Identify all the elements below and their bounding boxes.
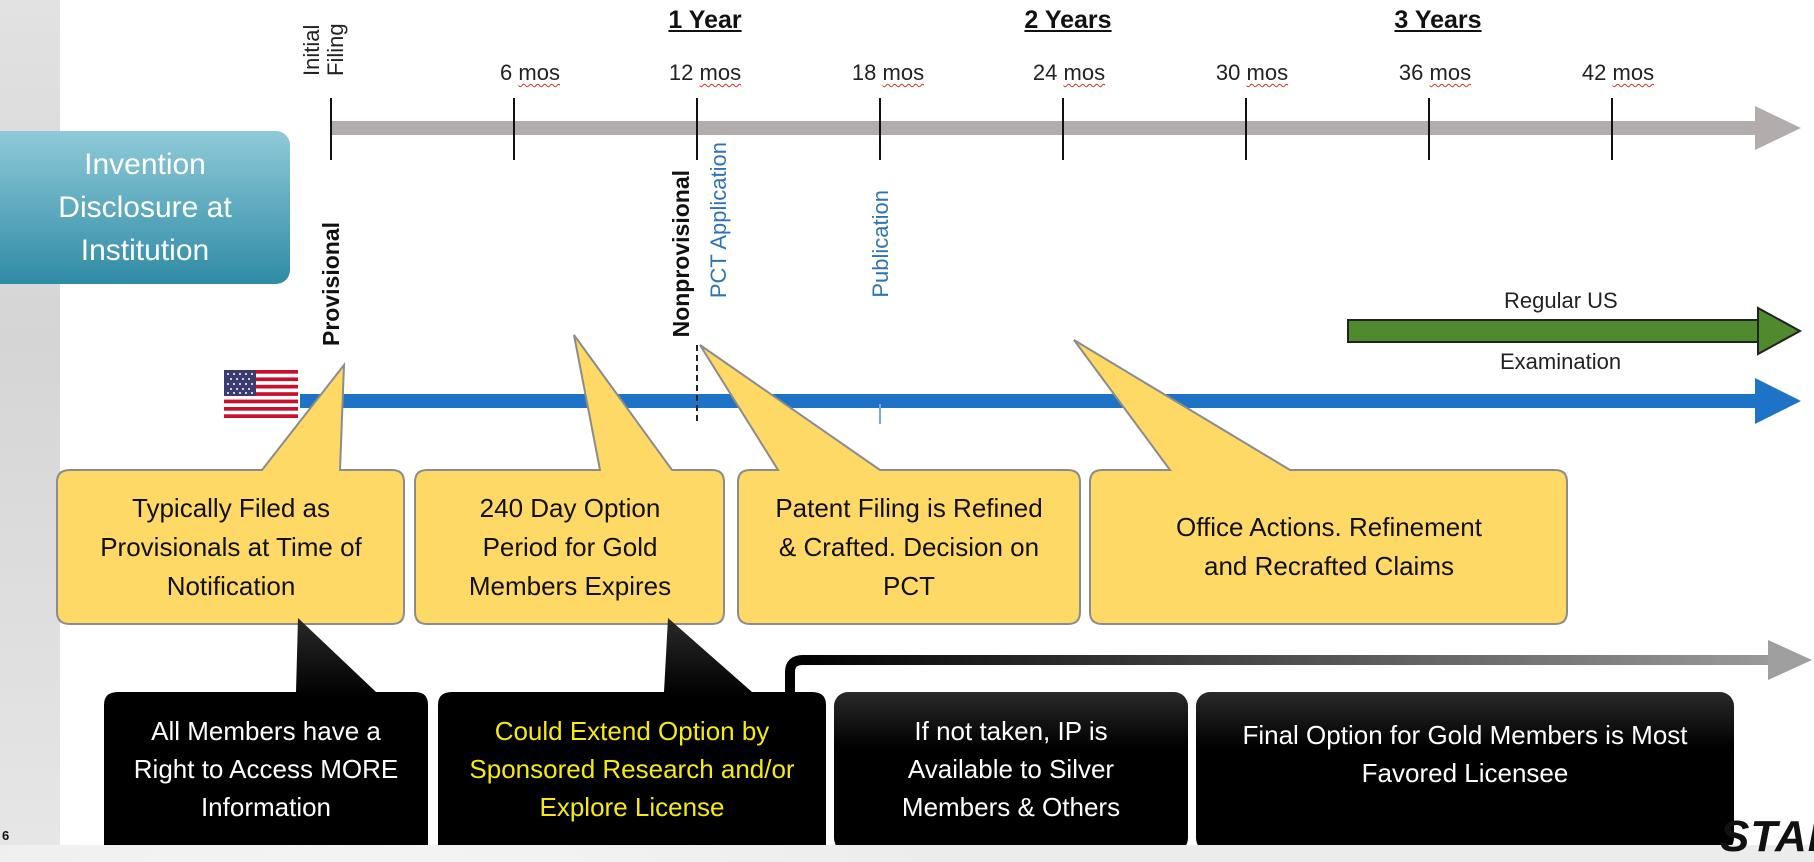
tick-label-number: 6 xyxy=(500,60,513,85)
tick-marks xyxy=(330,98,1613,160)
tick-label-unit: mos xyxy=(882,60,925,85)
tick-label-24: 24 mos xyxy=(1033,60,1105,86)
page-number: 6 xyxy=(2,828,10,843)
nonprovisional-label: Nonprovisional xyxy=(668,170,694,338)
tick-label-12: 12 mos xyxy=(669,60,741,86)
tick-label-number: 24 xyxy=(1032,60,1058,85)
us-flag-icon xyxy=(224,370,298,418)
option-arrow xyxy=(785,640,1812,700)
tick-label-number: 18 xyxy=(851,60,877,85)
invention-disclosure-text: Invention Disclosure at Institution xyxy=(58,148,232,267)
tick-label-unit: mos xyxy=(1246,60,1289,85)
examination-label: Examination xyxy=(1500,349,1622,374)
pct-application-label: PCT Application xyxy=(706,142,731,299)
callout-black-shape-1 xyxy=(104,618,428,845)
callout-provisional-text: Typically Filed as Provisionals at Time … xyxy=(100,492,362,601)
tick-label-unit: mos xyxy=(1063,60,1106,85)
tick-label-number: 36 xyxy=(1398,60,1424,85)
callout-yellow-shape-2 xyxy=(414,334,725,625)
callout-patent-filing-text: Patent Filing is Refined & Crafted. Deci… xyxy=(775,492,1043,601)
invention-disclosure-box: Invention Disclosure at Institution xyxy=(0,131,290,284)
publication-label: Publication xyxy=(868,190,893,298)
tick-label-36: 36 mos xyxy=(1399,60,1471,86)
regular-us-label: Regular US xyxy=(1504,288,1618,313)
tick-label-42: 42 mos xyxy=(1582,60,1654,86)
us-track-arrow xyxy=(300,378,1801,424)
callout-black-shape-2 xyxy=(438,618,826,845)
provisional-label: Provisional xyxy=(318,222,344,346)
callout-silver-members-text: If not taken, IP is Available to Silver … xyxy=(901,716,1121,822)
tick-label-unit: mos xyxy=(1429,60,1472,85)
tick-label-unit: mos xyxy=(1612,60,1655,85)
tick-label-number: 30 xyxy=(1215,60,1241,85)
star-logo: STAR xyxy=(1720,812,1814,861)
callout-extend-option-text: Could Extend Option by Sponsored Researc… xyxy=(469,716,795,822)
tick-label-unit: mos xyxy=(699,60,742,85)
time-axis-arrow xyxy=(330,106,1801,150)
year-label-3: 3 Years xyxy=(1394,6,1482,34)
callout-black-shape-3 xyxy=(834,692,1188,845)
initial-filing-label: Initial Filing xyxy=(299,23,348,76)
callout-yellow-shape-4 xyxy=(1073,339,1568,625)
callout-yellow-shape-3 xyxy=(699,344,1081,625)
tick-label-number: 12 xyxy=(668,60,694,85)
callout-access-information-text: All Members have a Right to Access MORE … xyxy=(133,716,399,822)
tick-label-unit: mos xyxy=(518,60,560,85)
tick-label-30: 30 mos xyxy=(1216,60,1288,86)
callout-option-period-text: 240 Day Option Period for Gold Members E… xyxy=(468,492,672,601)
year-label-2: 2 Years xyxy=(1024,6,1112,34)
tick-label-18: 18 mos xyxy=(852,60,924,86)
tick-label-6: 6 mos xyxy=(500,60,560,86)
callout-black-shape-4 xyxy=(1196,692,1734,845)
callout-yellow-shape-1 xyxy=(56,361,405,625)
tick-label-number: 42 xyxy=(1581,60,1607,85)
examination-arrow xyxy=(1347,306,1803,356)
callout-office-actions-text: Office Actions. Refinement and Recrafted… xyxy=(1176,512,1482,581)
year-label-1: 1 Year xyxy=(668,6,742,34)
callout-most-favored-text: Final Option for Gold Members is Most Fa… xyxy=(1242,720,1688,788)
